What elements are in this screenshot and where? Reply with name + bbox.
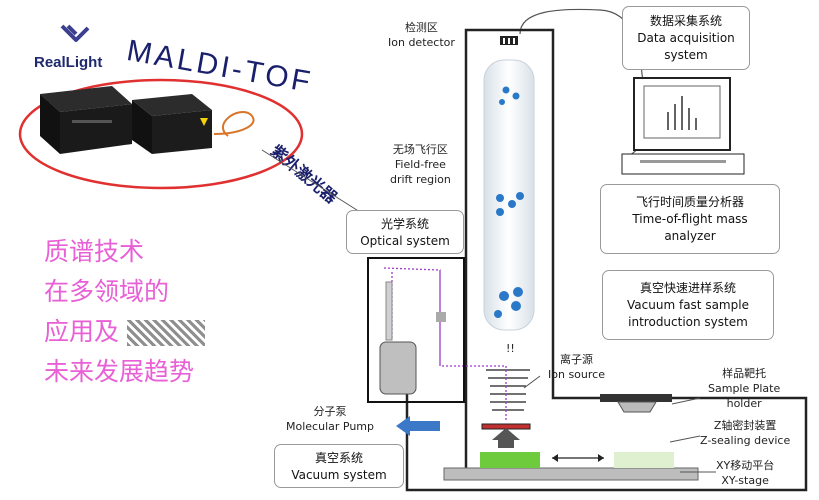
- product-ring-ellipse: [18, 78, 304, 190]
- vacuum-cn: 真空系统: [314, 451, 363, 465]
- ion-source-label: 离子源 Ion source: [548, 352, 605, 382]
- drift-en-2: drift region: [390, 173, 451, 186]
- xy-stage-cn: XY移动平台: [716, 459, 775, 472]
- ion-detector-icon: [500, 36, 518, 45]
- drift-region-label: 无场飞行区 Field-free drift region: [390, 142, 451, 187]
- optical-rod: [385, 281, 393, 341]
- tof-cn: 飞行时间质量分析器: [635, 195, 744, 209]
- optical-cn: 光学系统: [380, 217, 429, 231]
- slogan-line-1: 质谱技术: [44, 237, 145, 266]
- xy-stage-base: [443, 467, 699, 481]
- xy-stage-green-pad: [480, 452, 540, 468]
- optical-leader-line: [261, 149, 361, 213]
- slogan-line-3-text: 应用及: [44, 317, 120, 346]
- xy-stage-en: XY-stage: [721, 474, 769, 487]
- leader-ion-source: [523, 375, 541, 389]
- tube-outer-left: [405, 28, 808, 492]
- tof-en-1: Time-of-flight mass: [632, 212, 748, 226]
- reallight-logo: RealLight: [34, 22, 124, 72]
- data-acq-en-2: system: [664, 48, 708, 62]
- vacuum-fast-en-1: Vacuum fast sample: [627, 298, 749, 312]
- optical-system-frame: [367, 257, 465, 403]
- tof-en-2: analyzer: [664, 229, 716, 243]
- fiber-cable: [213, 111, 255, 137]
- ion-marks: !!: [506, 342, 515, 355]
- molecular-pump-cn: 分子泵: [313, 405, 347, 418]
- ion-cluster-bottom: [494, 287, 523, 318]
- molecular-pump-arrow-icon: [396, 416, 440, 436]
- leader-sample-plate: [671, 397, 701, 405]
- vacuum-en: Vacuum system: [291, 468, 387, 482]
- slogan-line-2: 在多领域的: [44, 277, 170, 306]
- sample-plate-en-2: holder: [726, 397, 762, 410]
- sample-plate-en-1: Sample Plate: [708, 382, 781, 395]
- optical-laser-head: [379, 341, 417, 395]
- slogan: 质谱技术 在多领域的 应用及 未来发展趋势: [44, 232, 205, 392]
- optical-en: Optical system: [360, 234, 450, 248]
- data-acq-cn: 数据采集系统: [649, 14, 722, 28]
- vacuum-fast-cn: 真空快速进样系统: [639, 281, 736, 295]
- drift-en-1: Field-free: [394, 158, 446, 171]
- brand-name: RealLight: [34, 54, 103, 71]
- drift-tube: [483, 59, 535, 331]
- logo-mark-icon: [60, 24, 90, 42]
- ion-source-cn: 离子源: [559, 353, 593, 366]
- vacuum-system-box: 真空系统 Vacuum system: [274, 444, 404, 488]
- laser-unit-left: [40, 86, 132, 154]
- tof-analyzer-box: 飞行时间质量分析器 Time-of-flight mass analyzer: [600, 184, 780, 254]
- z-sealing-cn: Z轴密封装置: [713, 419, 777, 432]
- sample-plate-tray: [617, 401, 657, 413]
- slogan-line-3: 应用及: [44, 312, 205, 352]
- molecular-pump-en: Molecular Pump: [286, 420, 374, 433]
- laser-unit-right: [132, 94, 212, 154]
- z-sealing-label: Z轴密封装置 Z-sealing device: [700, 418, 790, 448]
- drift-cn: 无场飞行区: [392, 143, 448, 156]
- leader-z-sealing: [669, 435, 701, 443]
- xy-stage-light-pad: [614, 452, 674, 468]
- molecular-pump-label: 分子泵 Molecular Pump: [286, 404, 374, 434]
- slogan-line-4: 未来发展趋势: [44, 357, 195, 386]
- data-acquisition-box: 数据采集系统 Data acquisition system: [622, 6, 750, 70]
- laser-product-image: [40, 86, 255, 154]
- vacuum-fast-box: 真空快速进样系统 Vacuum fast sample introduction…: [602, 270, 774, 340]
- data-monitor: [621, 77, 745, 175]
- ion-detector-cn: 检测区: [404, 21, 438, 34]
- xy-arrow-left-head: [552, 454, 558, 462]
- optical-mirror-small: [436, 312, 446, 322]
- up-arrow-icon: [492, 428, 520, 448]
- data-acq-en-1: Data acquisition: [637, 31, 735, 45]
- ion-detector-label: 检测区 Ion detector: [388, 20, 455, 50]
- z-sealing-en: Z-sealing device: [700, 434, 791, 447]
- sample-plate-cn: 样品靶托: [722, 367, 767, 380]
- sample-plate-holder: [600, 394, 672, 402]
- xy-stage-label: XY移动平台 XY-stage: [716, 458, 774, 488]
- ion-source-en: Ion source: [548, 368, 605, 381]
- vacuum-fast-en-2: introduction system: [628, 315, 748, 329]
- ion-detector-en: Ion detector: [388, 36, 455, 49]
- sample-plate-label: 样品靶托 Sample Plate holder: [708, 366, 780, 411]
- ion-cluster-middle: [496, 192, 524, 216]
- slogan-mask: [126, 320, 205, 346]
- ion-lenses: [486, 369, 530, 411]
- optical-system-box: 光学系统 Optical system: [346, 210, 464, 254]
- ion-cluster-top: [499, 86, 520, 105]
- xy-arrow-right-head: [598, 454, 604, 462]
- product-ring: [18, 78, 304, 190]
